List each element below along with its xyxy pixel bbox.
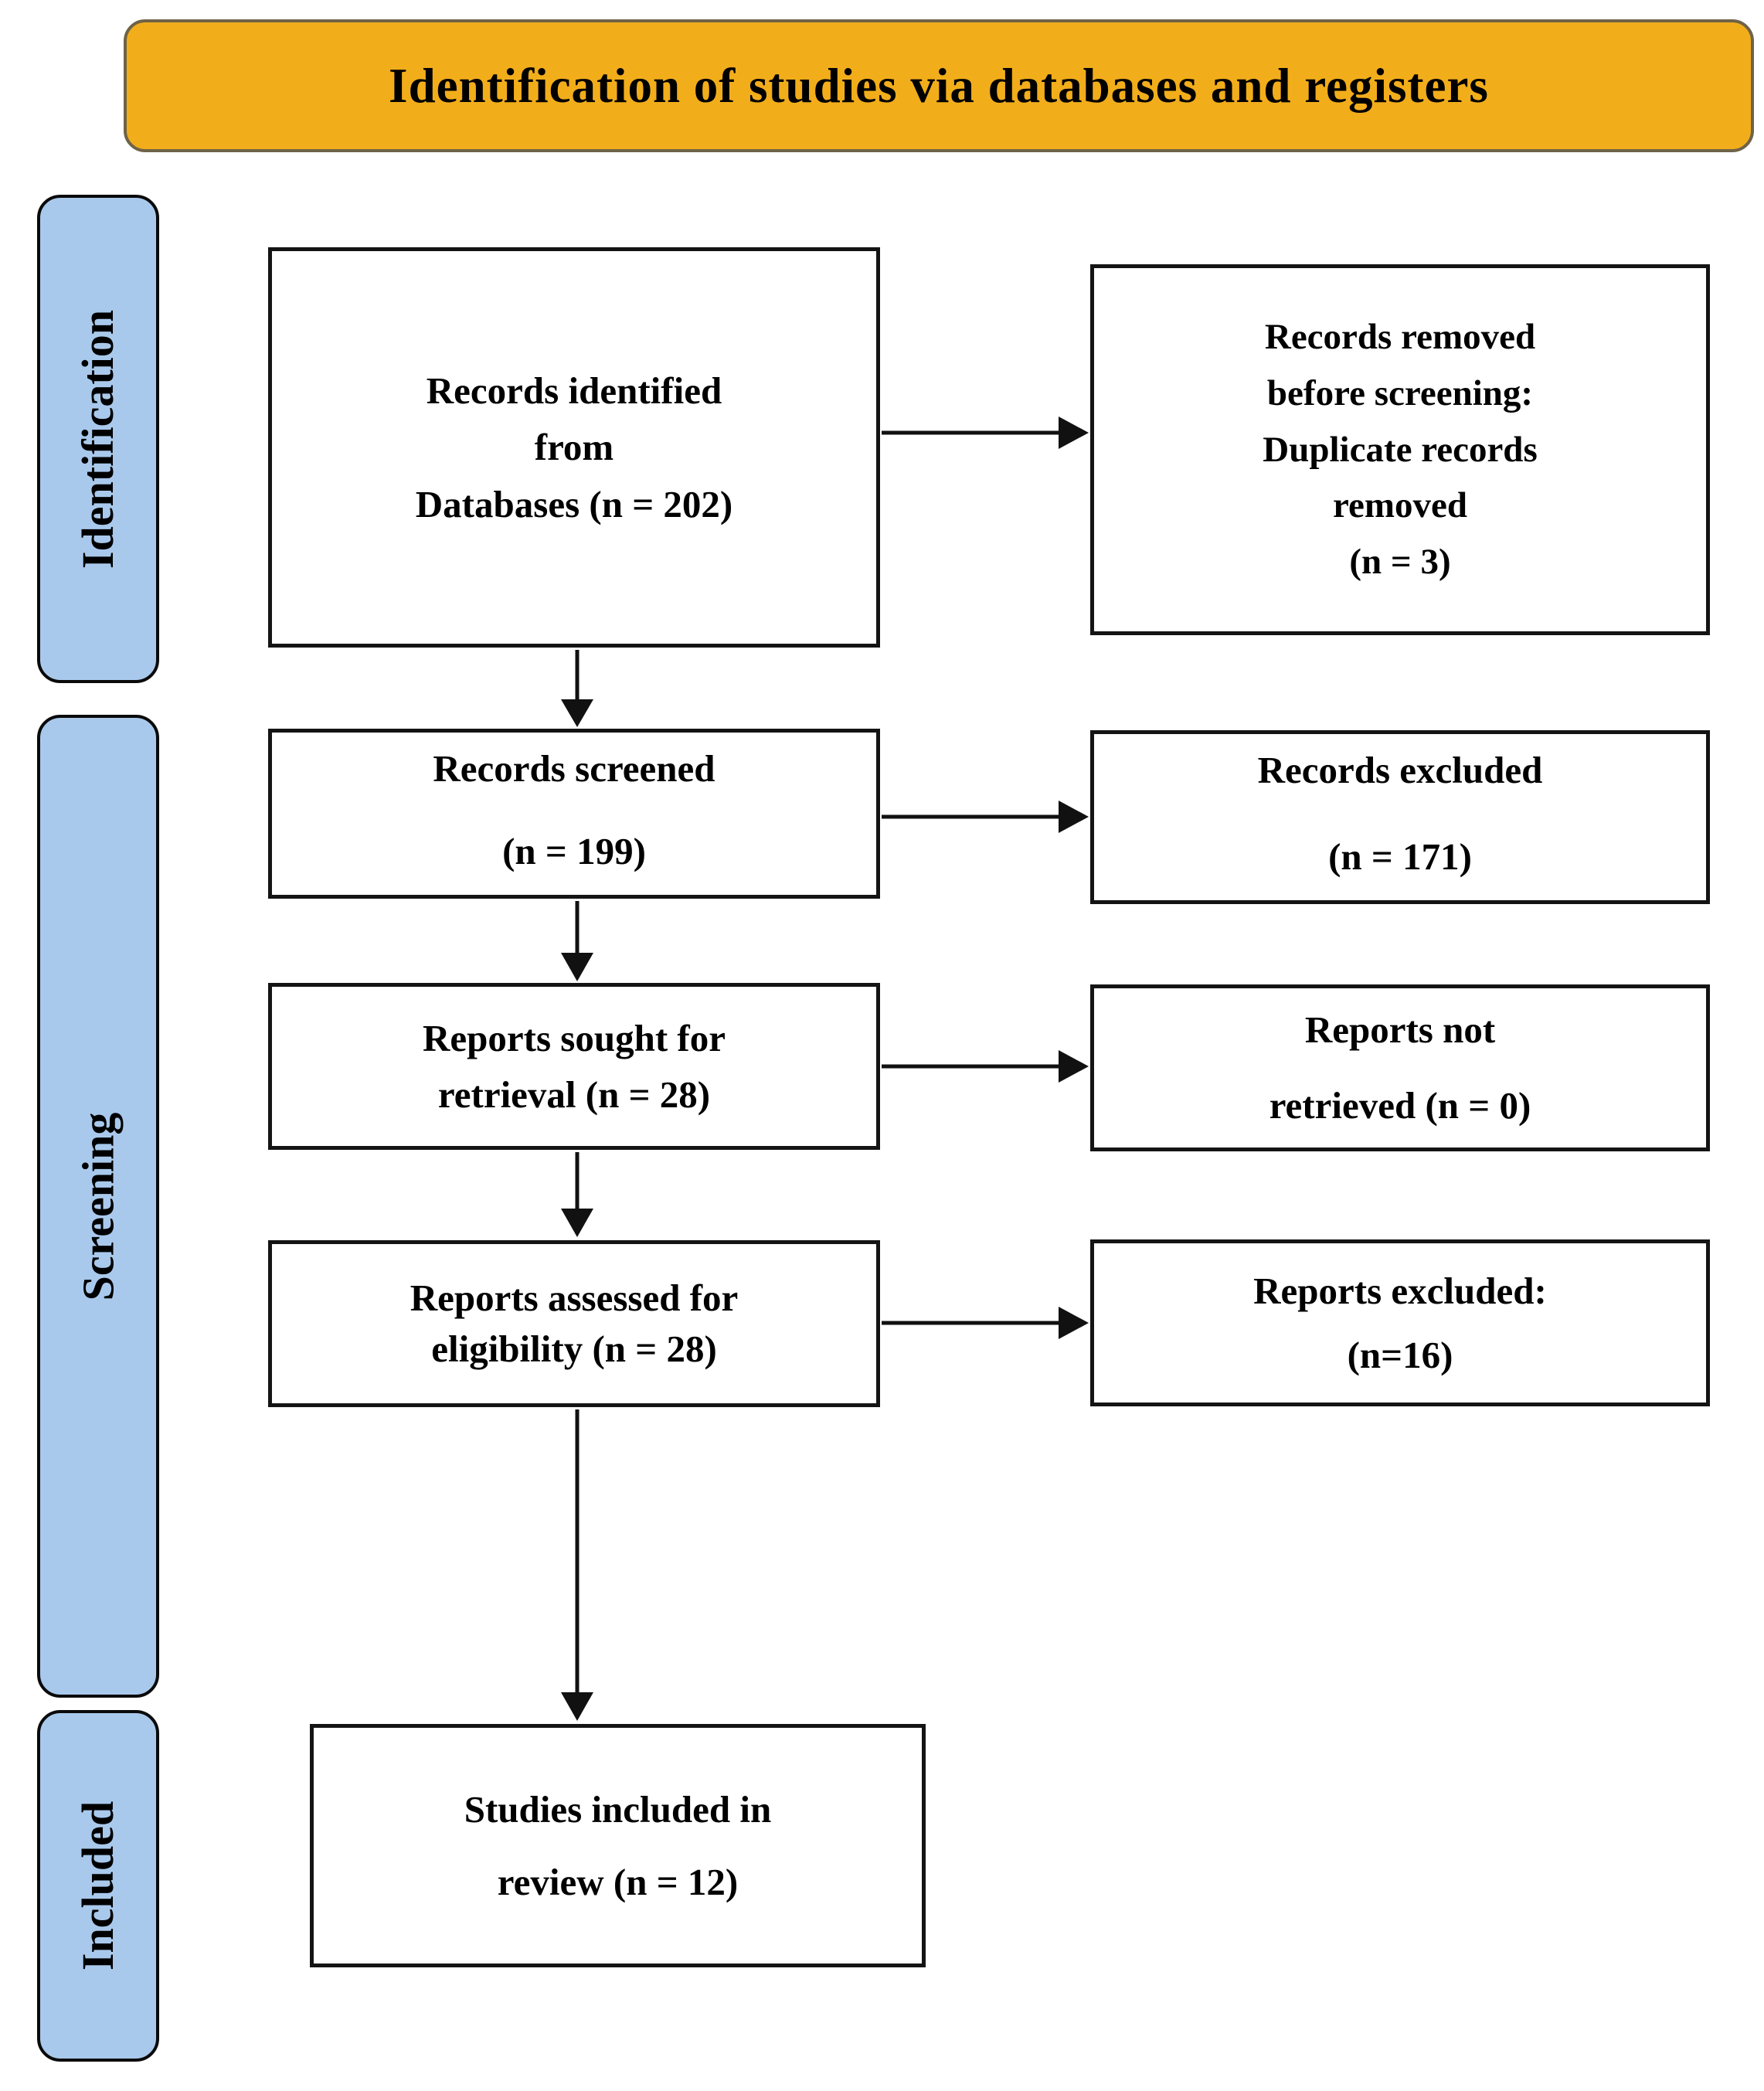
box-line: Records removed [1264, 316, 1536, 357]
diagram-title-banner: Identification of studies via databases … [124, 19, 1754, 152]
stage-label-identification: Identification [73, 309, 124, 569]
box-line: review (n = 12) [497, 1860, 739, 1903]
arrow-identified-to-removed [882, 416, 1089, 449]
box-line: Studies included in [464, 1788, 772, 1831]
box-records-screened: Records screened (n = 199) [268, 729, 880, 899]
box-reports-excluded: Reports excluded: (n=16) [1090, 1239, 1710, 1406]
box-studies-included: Studies included in review (n = 12) [310, 1724, 926, 1967]
box-reports-assessed: Reports assessed for eligibility (n = 28… [268, 1240, 880, 1407]
arrow-screened-to-sought [561, 901, 593, 981]
box-line: Reports excluded: [1253, 1269, 1547, 1312]
box-line: Duplicate records [1263, 429, 1538, 470]
box-count: (n = 171) [1328, 835, 1472, 878]
box-line: retrieval (n = 28) [437, 1073, 711, 1116]
arrow-screened-to-excluded [882, 801, 1089, 833]
box-count: (n = 199) [502, 829, 646, 872]
box-line: Reports sought for [423, 1016, 726, 1059]
stage-label-screening: Screening [73, 1112, 124, 1300]
box-line: before screening: [1266, 372, 1534, 413]
box-line: (n=16) [1347, 1334, 1453, 1376]
box-line: Databases (n = 202) [415, 482, 733, 525]
box-line: Records identified [426, 369, 722, 412]
box-records-excluded: Records excluded (n = 171) [1090, 730, 1710, 904]
box-reports-sought: Reports sought for retrieval (n = 28) [268, 983, 880, 1150]
arrow-sought-to-not-retrieved [882, 1050, 1089, 1083]
box-line: Records screened [433, 747, 715, 790]
box-line: removed [1332, 485, 1468, 526]
box-line: eligibility (n = 28) [431, 1328, 717, 1370]
stage-bar-screening: Screening [37, 715, 159, 1698]
stage-bar-included: Included [37, 1710, 159, 2062]
stage-label-included: Included [73, 1800, 124, 1971]
box-records-identified: Records identified from Databases (n = 2… [268, 247, 880, 648]
stage-bar-identification: Identification [37, 195, 159, 683]
box-line: Records excluded [1257, 749, 1543, 791]
box-line: Reports assessed for [410, 1276, 739, 1319]
box-reports-not-retrieved: Reports not retrieved (n = 0) [1090, 984, 1710, 1151]
box-line: (n = 3) [1349, 542, 1451, 583]
box-line: retrieved (n = 0) [1269, 1084, 1531, 1127]
arrow-assessed-to-excluded [882, 1307, 1089, 1339]
arrow-identified-to-screened [561, 650, 593, 727]
box-line: Reports not [1304, 1008, 1496, 1051]
diagram-title: Identification of studies via databases … [389, 58, 1489, 113]
box-line: from [534, 426, 614, 469]
arrow-sought-to-assessed [561, 1152, 593, 1237]
box-records-removed: Records removed before screening: Duplic… [1090, 264, 1710, 635]
arrow-assessed-to-included [561, 1409, 593, 1721]
